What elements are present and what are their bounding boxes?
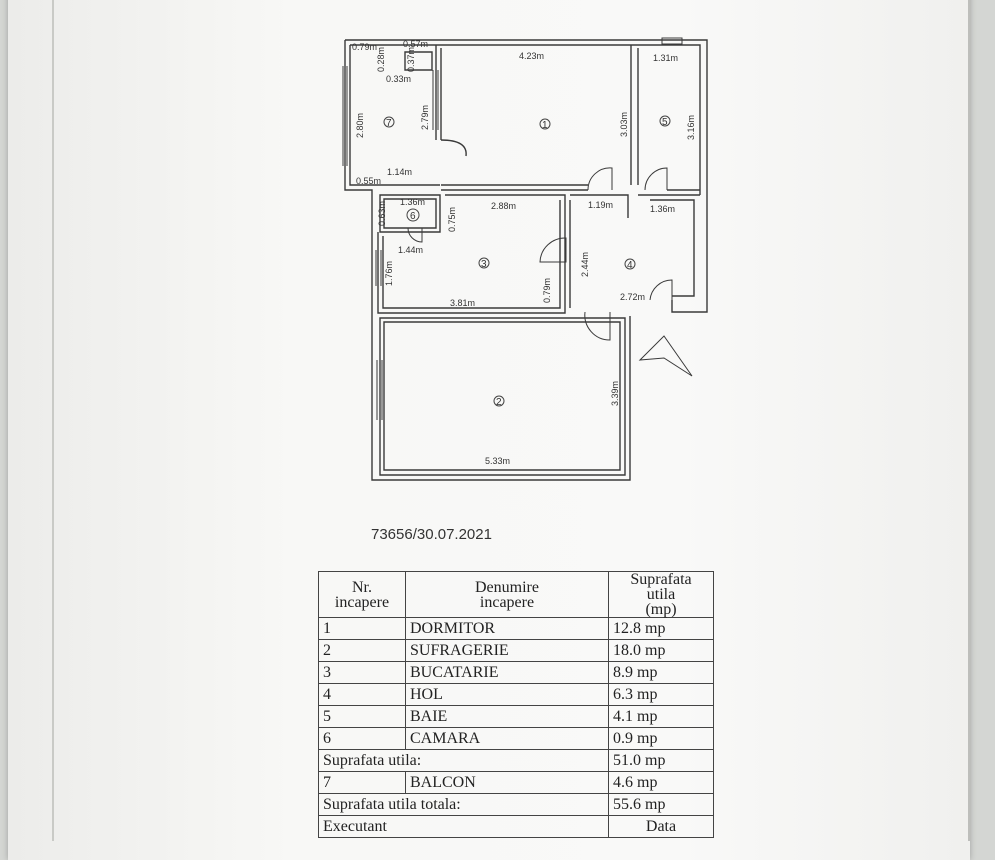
dimension-label: 2.80m [355, 113, 365, 138]
dimension-label: 2.44m [580, 252, 590, 277]
room-number: 5 [662, 117, 668, 128]
subtotal-row: Suprafata utila:51.0 mp [318, 749, 714, 772]
room-number: 4 [627, 260, 633, 271]
dimension-label: 5.33m [485, 456, 510, 466]
dimension-label: 0.28m [376, 47, 386, 72]
room-number: 1 [542, 120, 548, 131]
dimension-label: 0.63m [377, 201, 387, 226]
dimension-label: 1.19m [588, 200, 613, 210]
windows [342, 37, 683, 420]
dimension-label: 1.36m [650, 204, 675, 214]
dimension-label: 0.37m [406, 47, 416, 72]
dimension-label: 4.23m [519, 51, 544, 61]
dimension-label: 2.88m [491, 201, 516, 211]
dimension-label: 1.36m [400, 197, 425, 207]
room-number: 3 [481, 259, 487, 270]
dimension-label: 0.33m [386, 74, 411, 84]
room-markers: 7 1 5 6 3 4 2 [383, 115, 671, 408]
room-number: 6 [410, 211, 416, 222]
floor-plan: 7 1 5 6 3 4 2 0.79m 0.57m 0.28m 0.37m 0.… [342, 37, 708, 481]
dimension-label: 0.79m [542, 278, 552, 303]
dimension-label: 1.14m [387, 167, 412, 177]
dimension-label: 0.75m [447, 207, 457, 232]
total-row: Suprafata utila totala:55.6 mp [318, 793, 714, 816]
room-number: 7 [386, 118, 392, 129]
dimension-label: 0.57m [403, 39, 428, 49]
dimension-label: 3.16m [686, 115, 696, 140]
room-number: 2 [496, 397, 502, 408]
dimension-label: 2.79m [420, 105, 430, 130]
dimension-label: 3.03m [619, 112, 629, 137]
page-edge [52, 0, 54, 841]
doors [407, 167, 673, 341]
dimension-label: 1.44m [398, 245, 423, 255]
dimension-label: 1.31m [653, 53, 678, 63]
dimension-labels: 0.79m 0.57m 0.28m 0.37m 0.33m 2.80m 2.79… [352, 39, 696, 466]
dimension-label: 3.81m [450, 298, 475, 308]
dimension-label: 2.72m [620, 292, 645, 302]
header-nr: Nr.incapere [318, 571, 406, 618]
walls [344, 39, 708, 481]
dimension-label: 0.55m [356, 176, 381, 186]
dimension-label: 1.76m [384, 261, 394, 286]
document-number: 73656/30.07.2021 [371, 526, 492, 543]
page-edge [968, 0, 971, 841]
dimension-label: 0.79m [352, 42, 377, 52]
dimension-label: 3.39m [610, 381, 620, 406]
north-arrow-icon [638, 335, 693, 377]
